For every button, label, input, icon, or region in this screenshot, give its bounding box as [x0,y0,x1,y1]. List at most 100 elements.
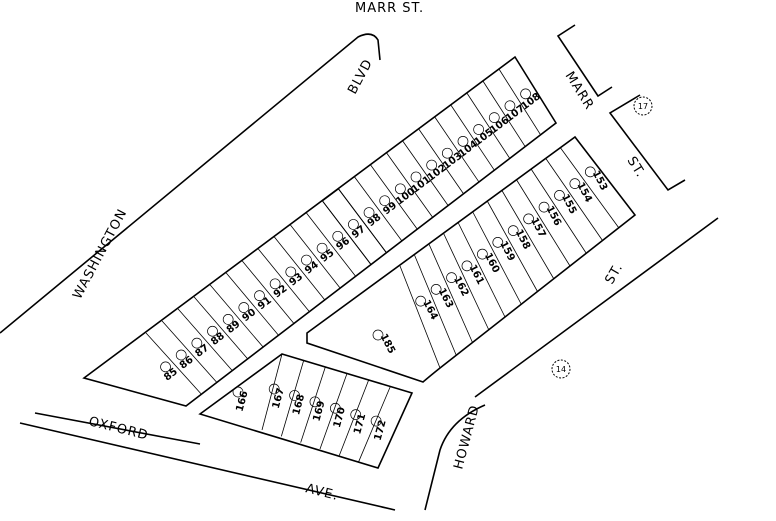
lot-number-166[interactable]: 166 [235,390,251,413]
lot-number-155[interactable]: 155 [559,192,578,216]
howard-east-edge [424,404,486,511]
lot-divider [482,80,526,147]
parcel-number-circle [232,386,244,398]
lot-number-86[interactable]: 86 [178,354,196,371]
lot-number-91[interactable]: 91 [256,295,274,312]
lot-divider [516,179,571,267]
parcel-number-circle [289,390,300,401]
lot-divider [258,248,310,312]
lot-number-170[interactable]: 170 [332,406,348,429]
parcel-number-circle [584,166,596,178]
lot-number-159[interactable]: 159 [497,239,516,263]
lot-number-90[interactable]: 90 [240,307,258,324]
lot-divider [450,104,495,171]
lot-number-162[interactable]: 162 [451,275,470,299]
lot-number-87[interactable]: 87 [193,343,211,360]
marr-st-west-edge [556,24,613,98]
lot-divider [414,255,457,356]
parcel-circle-17-label: 17 [638,102,648,111]
parcel-number-circle [191,337,203,349]
lot-number-164[interactable]: 164 [420,298,439,322]
lot-number-108[interactable]: 108 [519,91,542,112]
parcel-number-circle [348,219,359,230]
parcel-number-circle [507,225,519,236]
lot-number-153[interactable]: 153 [590,169,609,193]
parcel-circle-17[interactable]: 17 [633,96,653,116]
lot-number-92[interactable]: 92 [272,283,290,300]
lot-divider [280,360,305,437]
lot-number-95[interactable]: 95 [319,248,337,265]
lot-divider [472,212,522,305]
lot-number-97[interactable]: 97 [350,224,368,241]
lot-divider [306,212,356,277]
parcel-circle-14[interactable]: 14 [551,359,571,379]
lot-number-89[interactable]: 89 [225,319,243,336]
parcel-number-circle [316,242,328,254]
parcel-number-circle [492,237,504,248]
street-label-st-middle: ST. [602,261,626,287]
lot-divider [428,244,473,343]
lot-divider [274,236,326,301]
lot-number-93[interactable]: 93 [287,271,305,288]
lot-number-168[interactable]: 168 [291,393,307,416]
lot-number-154[interactable]: 154 [574,181,593,205]
lot-divider [225,272,279,336]
street-label-marr: MARR [562,69,597,113]
lot-number-94[interactable]: 94 [303,259,321,276]
lot-divider [443,233,490,330]
lot-number-167[interactable]: 167 [271,387,287,410]
parcel-number-circle [238,302,250,313]
lot-divider [177,308,233,371]
lot-number-157[interactable]: 157 [528,216,547,240]
lot-divider [161,320,218,383]
parcel-number-circle [309,396,321,408]
lot-number-163[interactable]: 163 [436,286,455,310]
lot-labels: 8586878889909192939495969798991001011021… [160,88,609,442]
parcel-number-circle [268,383,280,395]
parcel-number-circle [363,207,375,218]
parcel-number-circle [426,159,438,171]
lot-number-161[interactable]: 161 [467,263,486,287]
lot-number-156[interactable]: 156 [544,204,563,228]
lot-divider [145,332,202,395]
lot-number-172[interactable]: 172 [373,419,389,442]
lot-number-160[interactable]: 160 [482,251,501,275]
lot-divider [457,222,506,318]
lot-divider [300,366,326,443]
lot-number-85[interactable]: 85 [162,366,180,383]
lot-divider [402,140,449,206]
lot-number-171[interactable]: 171 [352,412,368,435]
parcel-number-circle [477,248,488,260]
parcel-number-circle [520,88,531,100]
lot-divider [399,265,441,369]
parcel-number-circle [332,230,344,242]
st-south-edge [474,217,719,398]
parcel-number-circle [207,325,218,337]
parcel-number-circle [457,135,469,147]
parcel-number-circle [370,415,382,427]
lot-number-185[interactable]: 185 [378,332,397,356]
lot-number-98[interactable]: 98 [366,212,384,229]
lot-divider [322,200,372,265]
parcel-number-circle [285,266,297,278]
block-north-outline [82,55,558,407]
street-label-howard: HOWARD [451,403,483,471]
parcel-number-circle [538,201,550,213]
lot-number-88[interactable]: 88 [209,331,227,348]
lot-divider [358,386,391,462]
lot-number-169[interactable]: 169 [312,400,328,423]
parcel-number-circle [473,124,484,135]
lot-divider [545,158,603,241]
block-south-outline [198,353,414,469]
lot-divider [193,296,248,360]
oxford-north-edge [34,412,201,445]
street-label-marr-st-top: MARR ST. [355,1,424,16]
parcel-number-circle [488,112,500,123]
parcel-number-circle [372,329,384,341]
lot-divider [418,128,464,194]
lot-number-158[interactable]: 158 [513,228,532,252]
lot-number-96[interactable]: 96 [334,236,352,253]
parcel-number-circle [461,260,473,272]
